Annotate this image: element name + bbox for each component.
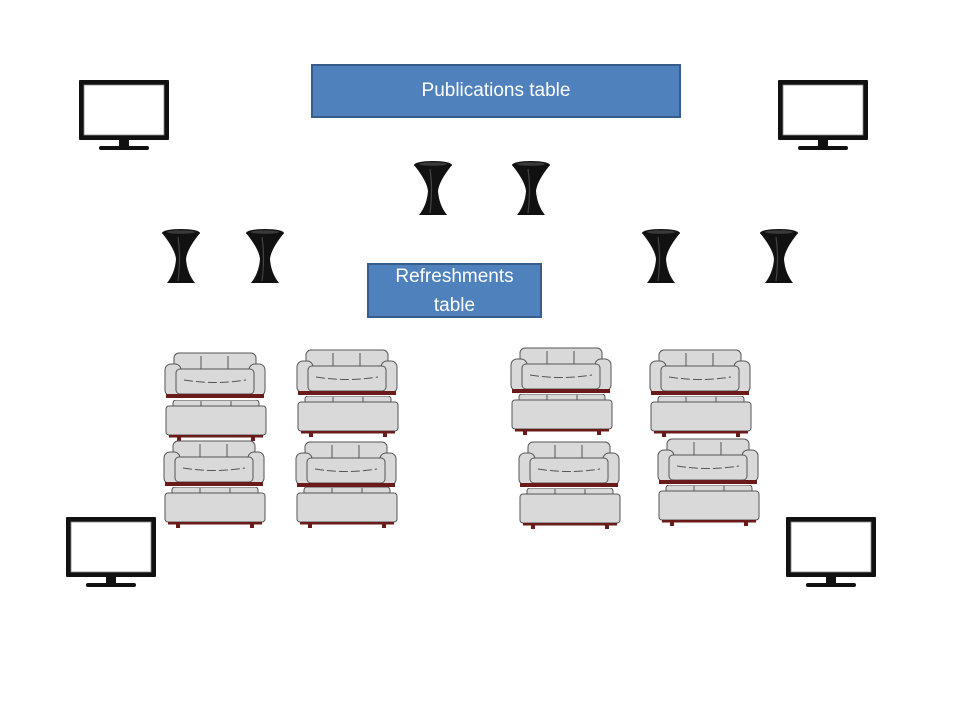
sofa-icon [296, 487, 398, 529]
sofa-icon [164, 352, 266, 399]
sofa-icon [657, 438, 759, 485]
sofa-icon [296, 349, 398, 396]
refreshments-line-2: table [433, 295, 476, 316]
sofa-icon [165, 400, 267, 442]
sofa-icon [511, 394, 613, 436]
cocktail-table-icon [413, 161, 453, 216]
sofa-icon [650, 396, 752, 438]
cocktail-table-icon [161, 229, 201, 284]
publications-table-label: Publications table [311, 64, 681, 118]
cocktail-table-icon [759, 229, 799, 284]
cocktail-table-icon [511, 161, 551, 216]
sofa-icon [519, 488, 621, 530]
sofa-icon [297, 396, 399, 438]
cocktail-table-icon [245, 229, 285, 284]
refreshments-table-label: Refreshments table [367, 263, 542, 318]
sofa-icon [658, 485, 760, 527]
sofa-icon [164, 487, 266, 529]
sofa-icon [163, 440, 265, 487]
publications-table-text: Publications table [421, 80, 571, 101]
sofa-icon [649, 349, 751, 396]
monitor-icon [66, 517, 156, 588]
monitor-icon [786, 517, 876, 588]
sofa-icon [518, 441, 620, 488]
monitor-icon [778, 80, 868, 151]
sofa-icon [510, 347, 612, 394]
monitor-icon [79, 80, 169, 151]
refreshments-table-text: Refreshments table [395, 262, 513, 320]
sofa-icon [295, 441, 397, 488]
cocktail-table-icon [641, 229, 681, 284]
refreshments-line-1: Refreshments [395, 266, 514, 287]
